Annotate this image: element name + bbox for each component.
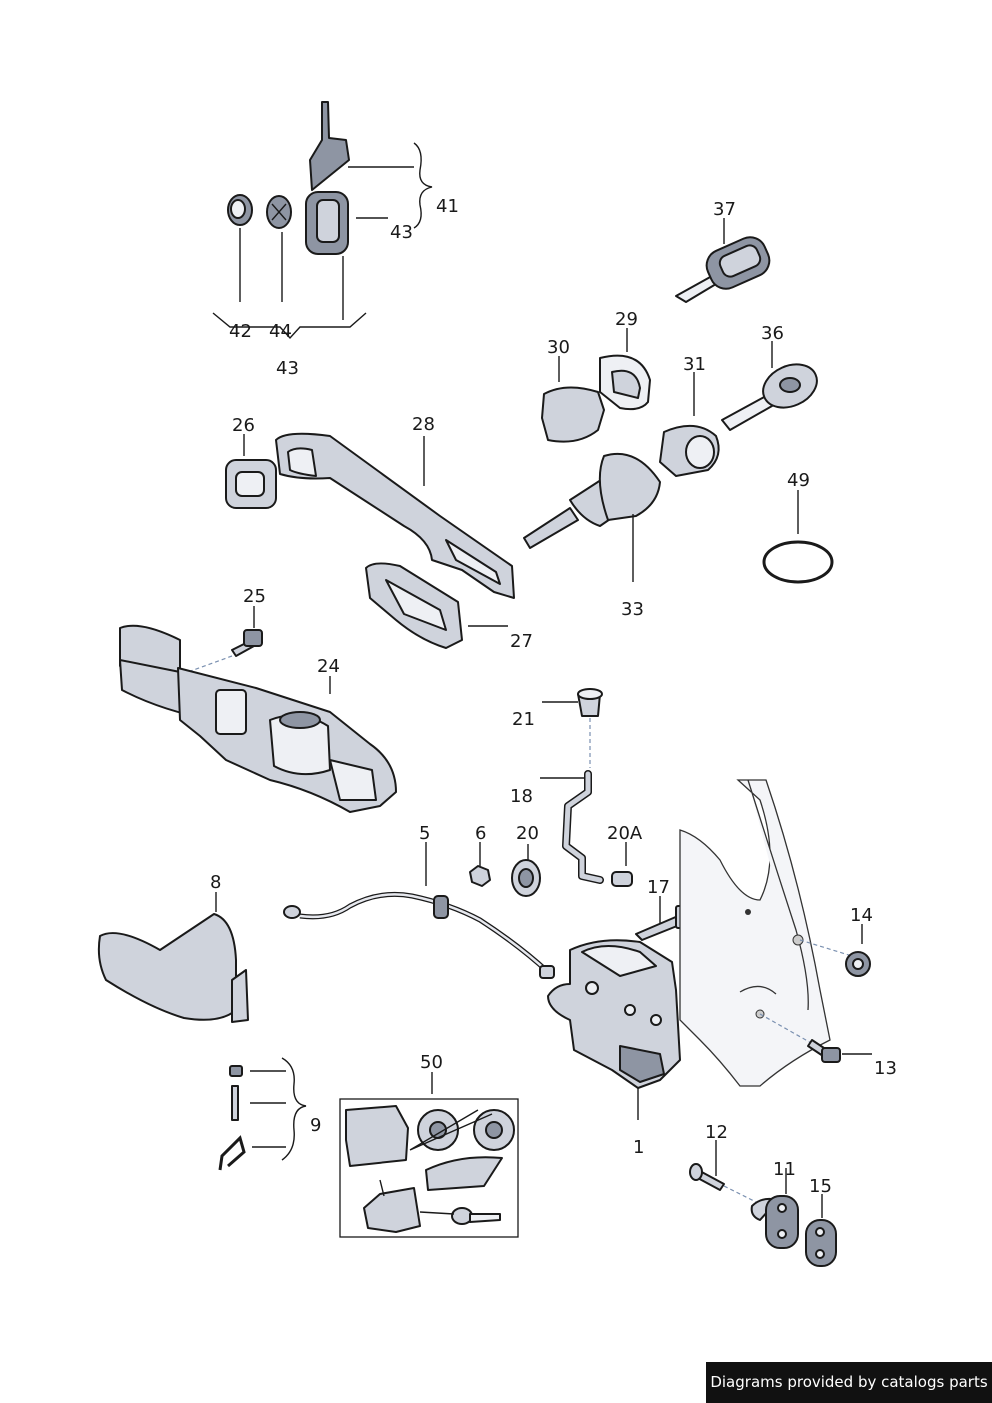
label-50: 50 bbox=[420, 1052, 443, 1073]
door-panel bbox=[679, 779, 831, 1087]
remote-key-group bbox=[227, 101, 350, 255]
label-13: 13 bbox=[874, 1058, 897, 1079]
footer-credit: Diagrams provided by catalogs parts bbox=[706, 1362, 992, 1403]
label-15: 15 bbox=[809, 1176, 832, 1197]
label-42: 42 bbox=[229, 321, 252, 342]
carrier-24 bbox=[119, 624, 397, 813]
repair-kit-50 bbox=[339, 1098, 519, 1238]
clip-21 bbox=[577, 688, 603, 717]
label-20: 20 bbox=[516, 823, 539, 844]
bolt-12 bbox=[689, 1163, 725, 1191]
bolt-13 bbox=[807, 1039, 841, 1063]
o-ring-49 bbox=[762, 540, 834, 584]
label-27: 27 bbox=[510, 631, 533, 652]
gasket-27 bbox=[365, 562, 463, 649]
label-24: 24 bbox=[317, 656, 340, 677]
cable-5 bbox=[283, 891, 555, 979]
door-lock-1 bbox=[547, 939, 681, 1089]
gasket-26 bbox=[225, 459, 277, 509]
grommet-20 bbox=[511, 859, 541, 897]
lock-cylinder-33 bbox=[523, 452, 661, 549]
handle-28 bbox=[275, 432, 515, 599]
striker-11 bbox=[750, 1195, 799, 1249]
label-33: 33 bbox=[621, 599, 644, 620]
cap-29 bbox=[599, 354, 651, 411]
label-9: 9 bbox=[310, 1115, 321, 1136]
label-12: 12 bbox=[705, 1122, 728, 1143]
label-5: 5 bbox=[419, 823, 430, 844]
label-36: 36 bbox=[761, 323, 784, 344]
label-8: 8 bbox=[210, 872, 221, 893]
label-30: 30 bbox=[547, 337, 570, 358]
label-49: 49 bbox=[787, 470, 810, 491]
housing-31 bbox=[659, 425, 720, 477]
clip-20a bbox=[611, 871, 633, 887]
label-29: 29 bbox=[615, 309, 638, 330]
label-21: 21 bbox=[512, 709, 535, 730]
spacer-15 bbox=[805, 1219, 837, 1267]
key-37 bbox=[675, 236, 771, 303]
label-28: 28 bbox=[412, 414, 435, 435]
cap-30 bbox=[541, 386, 605, 443]
label-6: 6 bbox=[475, 823, 486, 844]
bolt-25 bbox=[231, 629, 263, 657]
fastener-group-9 bbox=[218, 1065, 246, 1171]
label-43-lower: 43 bbox=[276, 358, 299, 379]
label-25: 25 bbox=[243, 586, 266, 607]
label-41: 41 bbox=[436, 196, 459, 217]
label-31: 31 bbox=[683, 354, 706, 375]
nut-14 bbox=[845, 951, 871, 977]
label-20a: 20A bbox=[607, 823, 643, 844]
label-44: 44 bbox=[269, 321, 292, 342]
label-17: 17 bbox=[647, 877, 670, 898]
label-1: 1 bbox=[633, 1137, 644, 1158]
label-26: 26 bbox=[232, 415, 255, 436]
key-36 bbox=[721, 363, 818, 431]
inner-handle-8 bbox=[97, 913, 249, 1023]
label-37: 37 bbox=[713, 199, 736, 220]
nut-6 bbox=[469, 865, 491, 887]
label-43-upper: 43 bbox=[390, 222, 413, 243]
label-14: 14 bbox=[850, 905, 873, 926]
label-11: 11 bbox=[773, 1159, 796, 1180]
callout-labels: 41 43 42 44 43 37 36 29 30 31 26 28 49 2… bbox=[210, 196, 897, 1197]
label-18: 18 bbox=[510, 786, 533, 807]
